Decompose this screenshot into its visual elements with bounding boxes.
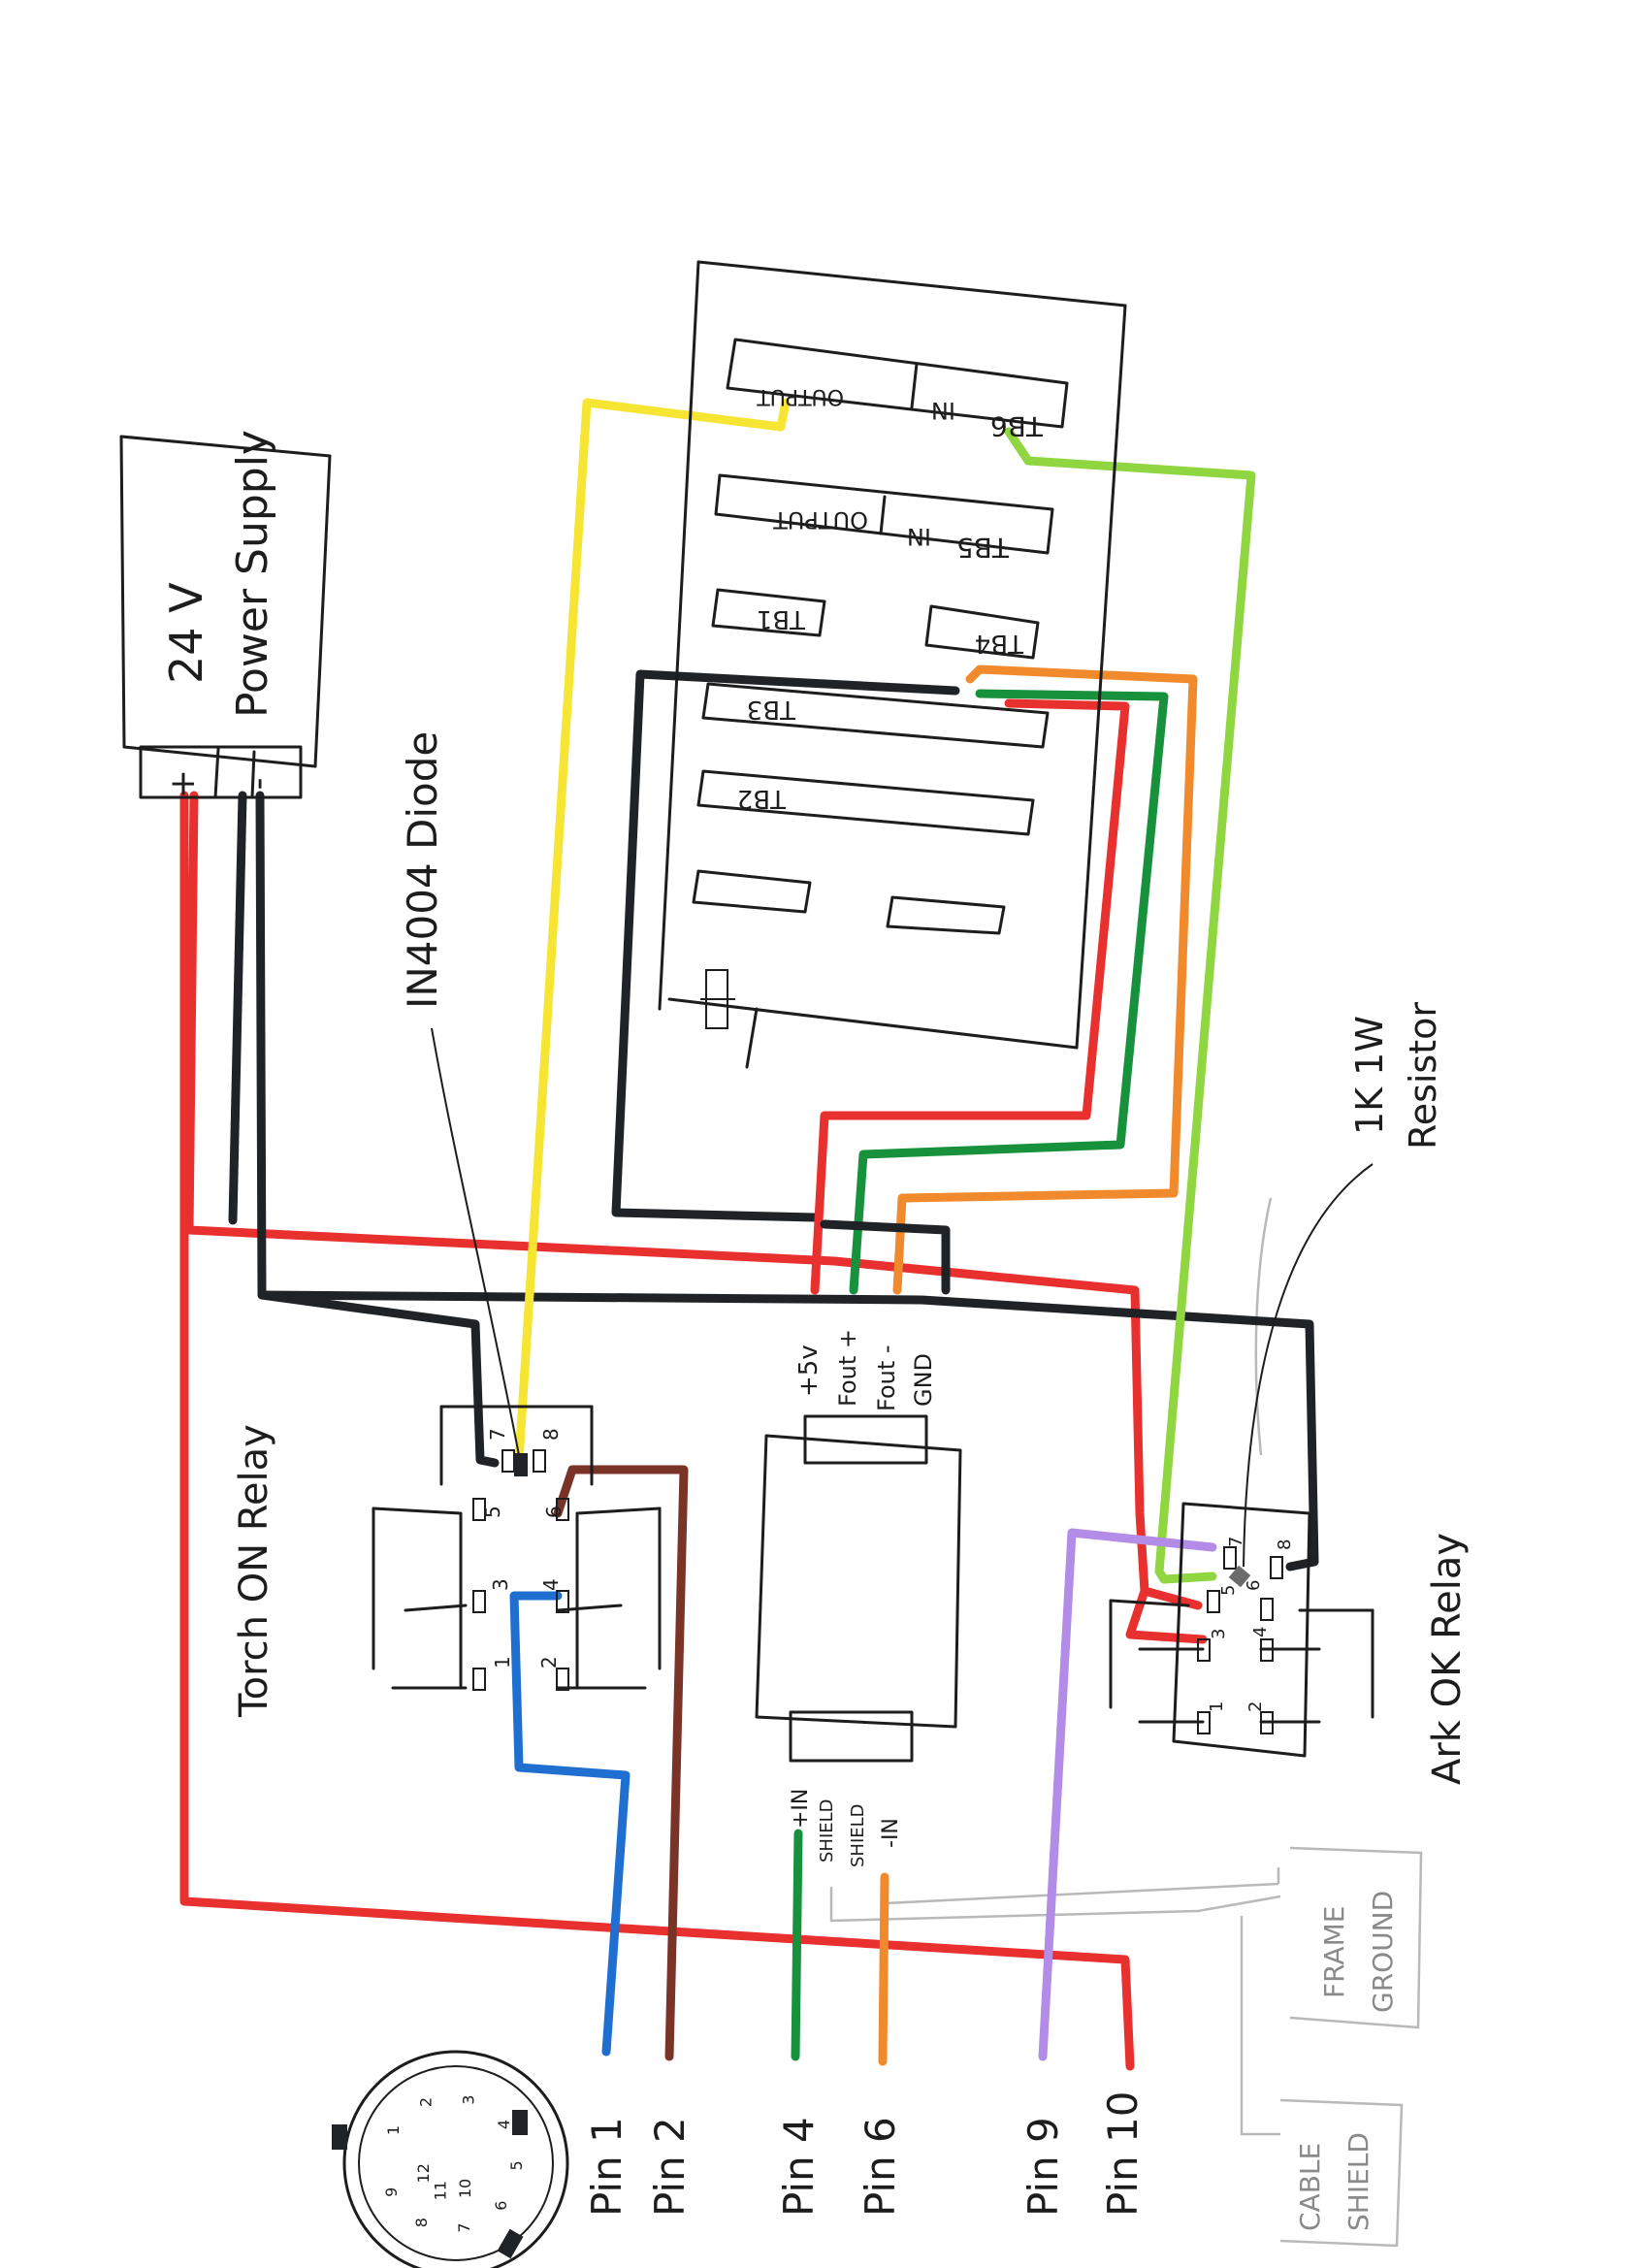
tb6-in-label: IN — [931, 397, 955, 424]
torch-relay-pin-2: 2 — [537, 1656, 561, 1669]
ark-relay-pin-3: 3 — [1209, 1629, 1229, 1639]
wire-brown — [553, 1465, 689, 2061]
tb1-label: TB1 — [757, 604, 806, 633]
tb6-output-label: OUTPUT — [757, 384, 844, 408]
tb4-label: TB4 — [975, 629, 1024, 658]
wire-red-tb3 — [810, 698, 1130, 1295]
wires — [179, 398, 1319, 2071]
wire-lime — [1004, 427, 1256, 1584]
psu-plus-terminal: + — [163, 769, 203, 798]
connector-pin-number: 12 — [414, 2163, 433, 2183]
power-supply: + - 24 V Power Supply — [119, 430, 332, 799]
wire-red-main — [179, 791, 1135, 2071]
pin-10-label: Pin 10 — [1099, 2091, 1147, 2218]
wire-blue — [509, 1591, 630, 2057]
connector-pin-number: 6 — [492, 2201, 510, 2211]
divider-label-in-plus: +IN — [789, 1789, 813, 1829]
torch-relay-pin-7: 7 — [486, 1428, 509, 1441]
svg-text:Resistor: Resistor — [1402, 1002, 1444, 1150]
torch-relay-pin-8: 8 — [539, 1428, 563, 1441]
tb5-output-label: OUTPUT — [773, 506, 868, 534]
ark-relay-pin-5: 5 — [1218, 1585, 1239, 1596]
wire-black-tb3 — [611, 669, 960, 1222]
tb6-name-label: TB6 — [990, 410, 1044, 442]
wire-orange-in — [878, 1872, 889, 2066]
wire-orange-tb3 — [892, 664, 1198, 1295]
wire-black-stubs — [820, 1219, 951, 1295]
resistor-label: 1K 1W Resistor — [1243, 1002, 1444, 1568]
ark-relay-pin-1: 1 — [1207, 1701, 1227, 1712]
connector-pin-number: 9 — [382, 2187, 401, 2197]
pin-9-label: Pin 9 — [1019, 2117, 1067, 2217]
divider-label-fout-plus: Fout + — [834, 1329, 861, 1407]
torch-relay-title: Torch ON Relay — [232, 1424, 276, 1718]
psu-name-label: Power Supply — [228, 430, 277, 718]
connector-pin-number: 5 — [507, 2160, 526, 2170]
ark-relay-pin-2: 2 — [1245, 1701, 1266, 1712]
torch-relay: Torch ON Relay 1 2 3 4 5 6 7 8 — [232, 1405, 662, 1718]
pin-labels: Pin 1 Pin 2 Pin 4 Pin 6 Pin 9 Pin 10 — [583, 2091, 1147, 2218]
connector-pin-number: 11 — [432, 2181, 450, 2200]
connector-pin-number: 4 — [495, 2120, 513, 2129]
torch-relay-pin-6: 6 — [542, 1506, 566, 1518]
connector-pin-number: 10 — [456, 2179, 474, 2198]
wire-black-1 — [228, 791, 247, 1225]
svg-text:FRAME: FRAME — [1318, 1906, 1350, 1998]
ark-relay-pin-7: 7 — [1226, 1537, 1246, 1547]
wire-black-2 — [255, 791, 500, 1468]
wire-red-bus — [184, 791, 1203, 1610]
frame-ground: FRAME GROUND — [1289, 1846, 1423, 2029]
connector-pin-number: 7 — [455, 2222, 473, 2232]
controller-board: OUTPUT IN TB6 OUTPUT IN TB5 TB1 TB4 TB3 … — [658, 260, 1127, 1069]
svg-text:CABLE: CABLE — [1294, 2143, 1326, 2231]
tb5-in-label: IN — [907, 523, 931, 550]
cable-shield: CABLE SHIELD — [1279, 2098, 1404, 2248]
divider-label-shield-1: SHIELD — [817, 1798, 837, 1863]
torch-relay-pin-1: 1 — [491, 1656, 514, 1669]
connector-pin-number: 8 — [412, 2218, 431, 2227]
pin-1-label: Pin 1 — [583, 2117, 630, 2217]
divider-label-fout-minus: Fout - — [873, 1345, 900, 1411]
tb3-label: TB3 — [747, 695, 796, 724]
resistor-symbol — [1228, 1565, 1251, 1588]
divider-label-5v: +5v — [794, 1345, 824, 1397]
svg-text:GROUND: GROUND — [1367, 1891, 1399, 2013]
ark-relay-title: Ark OK Relay — [1425, 1533, 1470, 1785]
ark-relay: Ark OK Relay 1 2 3 4 5 6 7 8 — [1109, 1502, 1470, 1785]
wire-green-tb3 — [849, 689, 1169, 1295]
wire-purple — [1038, 1528, 1217, 2061]
divider-module: +5v Fout + Fout - GND +IN SHIELD SHIELD … — [755, 1329, 962, 1867]
svg-text:SHIELD: SHIELD — [1342, 2132, 1374, 2231]
svg-text:IN4004 Diode: IN4004 Diode — [399, 731, 446, 1009]
torch-relay-pin-5: 5 — [481, 1506, 504, 1518]
wire-green-in — [791, 1829, 803, 2061]
psu-minus-terminal: - — [239, 778, 278, 791]
pin-6-label: Pin 6 — [857, 2117, 904, 2217]
connector-pin-number: 3 — [460, 2095, 478, 2105]
divider-label-in-minus: -IN — [879, 1818, 903, 1848]
wire-black-bus — [257, 1290, 1319, 1571]
pin-4-label: Pin 4 — [775, 2117, 823, 2217]
diode-symbol — [514, 1453, 528, 1476]
diode-label: IN4004 Diode — [399, 731, 520, 1456]
connector-pin-number: 1 — [384, 2125, 403, 2135]
divider-label-shield-2: SHIELD — [848, 1803, 868, 1867]
connector-pin-number: 2 — [417, 2097, 436, 2107]
torch-relay-pin-3: 3 — [489, 1578, 512, 1591]
ground-wires — [829, 1197, 1281, 2136]
pin-2-label: Pin 2 — [646, 2117, 694, 2217]
ark-relay-pin-6: 6 — [1244, 1580, 1264, 1591]
tb5-name-label: TB5 — [956, 532, 1010, 564]
svg-text:1K 1W: 1K 1W — [1348, 1016, 1391, 1135]
divider-label-gnd: GND — [910, 1353, 937, 1407]
torch-relay-pin-4: 4 — [539, 1578, 563, 1591]
wire-yellow — [514, 398, 791, 1465]
tb2-label: TB2 — [737, 784, 787, 813]
psu-voltage-label: 24 V — [160, 582, 212, 684]
ark-relay-pin-8: 8 — [1275, 1539, 1295, 1550]
ark-relay-pin-4: 4 — [1250, 1627, 1271, 1637]
